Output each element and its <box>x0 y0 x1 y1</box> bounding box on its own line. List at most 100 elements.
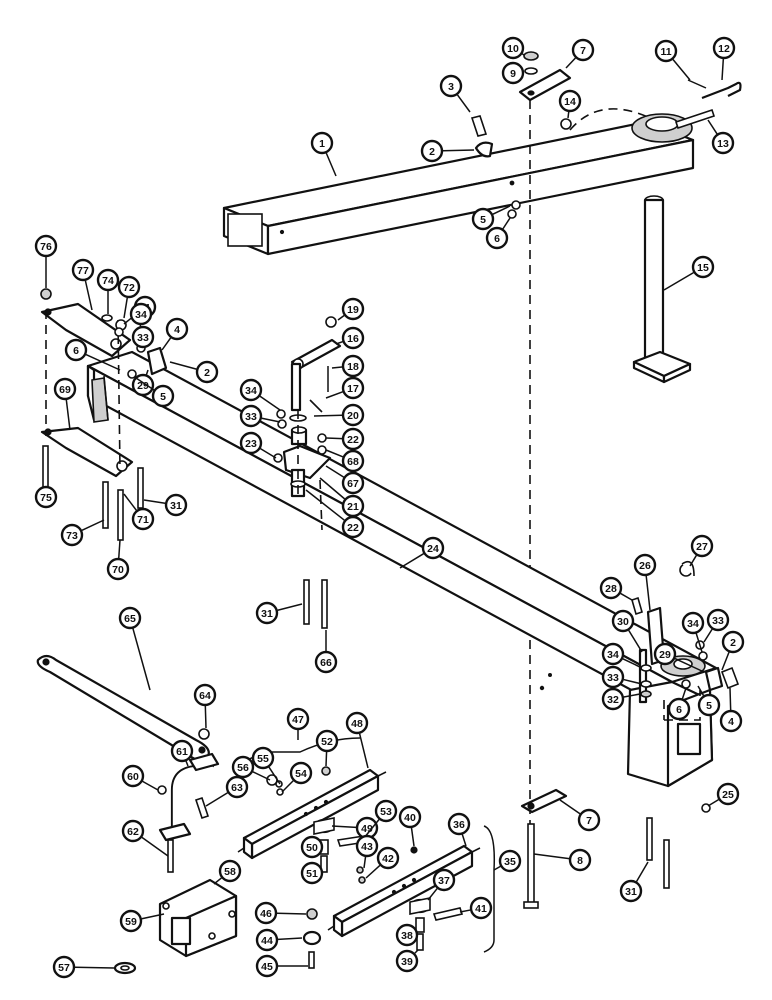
callout-circle <box>96 268 120 292</box>
callout-leader-line <box>365 864 381 879</box>
callout-label: 43 <box>361 841 373 853</box>
callout-label: 44 <box>261 935 273 947</box>
callout-30: 30 <box>611 609 643 653</box>
bracket-61-58 <box>113 752 238 975</box>
callout-33: 33 <box>601 665 643 689</box>
callout-circle <box>255 601 279 625</box>
callout-15: 15 <box>663 255 715 291</box>
callout-6: 6 <box>667 687 691 721</box>
callout-leader-line <box>169 361 197 370</box>
callout-label: 15 <box>697 262 709 274</box>
callout-54: 54 <box>281 761 313 793</box>
callout-circle <box>239 378 263 402</box>
callout-60: 60 <box>121 764 159 791</box>
callout-leader-line <box>252 771 271 781</box>
callout-label: 70 <box>112 564 124 576</box>
callout-67: 67 <box>325 465 365 495</box>
callout-circle <box>300 861 324 885</box>
callout-label: 13 <box>717 138 729 150</box>
callout-51: 51 <box>300 861 324 885</box>
callout-leader-line <box>276 912 307 915</box>
callout-circle <box>691 255 715 279</box>
callout-label: 5 <box>706 700 712 712</box>
callout-circle <box>341 354 365 378</box>
assembly-line-14 <box>569 108 651 131</box>
callout-26: 26 <box>633 553 657 611</box>
callout-label: 53 <box>380 806 392 818</box>
callout-circle <box>255 954 279 978</box>
callout-leader-line <box>623 678 643 685</box>
callout-label: 39 <box>401 956 413 968</box>
callout-circle <box>117 275 141 299</box>
callout-label: 54 <box>295 768 307 780</box>
callout-leader-line <box>85 353 121 371</box>
callout-38: 38 <box>395 923 419 947</box>
callout-circle <box>34 485 58 509</box>
callout-label: 32 <box>607 694 619 706</box>
callout-circle <box>255 928 279 952</box>
callout-leader-line <box>325 391 343 399</box>
callout-label: 63 <box>231 782 243 794</box>
upper-hardware <box>470 51 742 219</box>
callout-34: 34 <box>681 611 705 653</box>
callout-label: 19 <box>347 304 359 316</box>
callout-1: 1 <box>310 131 337 177</box>
callout-circle <box>619 879 643 903</box>
callout-leader-line <box>135 377 155 391</box>
callout-leader-line <box>461 834 467 847</box>
callout-13: 13 <box>707 119 735 155</box>
callout-circle <box>251 746 275 770</box>
callout-label: 5 <box>160 391 166 403</box>
callout-circle <box>60 523 84 547</box>
left-mount-plates <box>40 288 168 541</box>
callout-circle <box>71 258 95 282</box>
callout-2: 2 <box>169 360 219 384</box>
callout-73: 73 <box>60 519 105 547</box>
callout-circle <box>310 131 334 155</box>
callout-leader-line <box>261 417 281 423</box>
callout-22: 22 <box>325 427 365 451</box>
callout-leader-line <box>204 705 207 729</box>
callout-circle <box>721 630 745 654</box>
callout-circle <box>716 782 740 806</box>
callout-circle <box>315 729 339 753</box>
callout-circle <box>300 835 324 859</box>
callout-19: 19 <box>337 297 365 321</box>
callout-circle <box>568 848 592 872</box>
callout-leader-line <box>325 437 343 440</box>
callout-leader-line <box>635 861 649 882</box>
callout-label: 74 <box>102 275 114 287</box>
callout-4: 4 <box>161 317 189 351</box>
callout-label: 28 <box>605 583 617 595</box>
callout-circle <box>667 697 691 721</box>
callout-circle <box>577 808 601 832</box>
callout-label: 52 <box>321 736 333 748</box>
callout-circle <box>118 606 142 630</box>
callout-label: 25 <box>722 789 734 801</box>
callout-label: 33 <box>712 615 724 627</box>
callout-circle <box>121 764 145 788</box>
callout-leader-line <box>502 217 511 230</box>
callout-circle <box>165 317 189 341</box>
callout-leader-line <box>399 553 424 569</box>
callout-label: 72 <box>123 282 135 294</box>
callout-leader-line <box>118 539 121 559</box>
callout-label: 4 <box>174 324 180 336</box>
callout-label: 64 <box>199 690 211 702</box>
callout-leader-line <box>213 877 222 885</box>
callout-leader-line <box>521 53 525 56</box>
callout-3: 3 <box>439 74 471 113</box>
callout-circle <box>697 693 721 717</box>
callout-label: 34 <box>135 309 147 321</box>
callout-circle <box>341 471 365 495</box>
callout-leader-line <box>721 651 730 671</box>
callout-6: 6 <box>485 217 511 250</box>
callout-42: 42 <box>365 846 400 879</box>
callout-circle <box>432 868 456 892</box>
callout-label: 23 <box>245 438 257 450</box>
callout-48: 48 <box>345 711 369 769</box>
callout-47: 47 <box>286 707 310 740</box>
callout-circle <box>106 557 130 581</box>
callout-leader-line <box>205 792 229 807</box>
